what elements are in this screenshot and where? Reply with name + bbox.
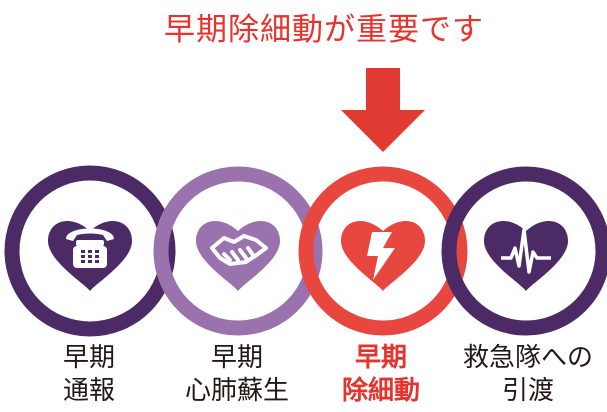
ring-early-cpr xyxy=(153,166,323,336)
step-label-line1: 早期 xyxy=(354,343,407,373)
step-label-line2: 通報 xyxy=(62,376,115,406)
step-ems-handover xyxy=(441,166,607,336)
step-label-line1: 早期 xyxy=(62,343,115,373)
step-early-notification xyxy=(4,165,176,337)
headline: 早期除細動が重要です xyxy=(164,12,484,48)
step-label-line2: 除細動 xyxy=(341,376,420,406)
ring-early-defibrillation xyxy=(298,166,468,336)
step-label-line1: 早期 xyxy=(210,343,263,373)
telephone-icon xyxy=(66,228,114,268)
heart-icon xyxy=(196,220,280,291)
step-label-early-defibrillation: 早期 除細動 xyxy=(306,342,456,408)
step-label-line2: 引渡 xyxy=(501,376,554,406)
step-label-line2: 心肺蘇生 xyxy=(184,376,289,406)
step-label-early-cpr: 早期 心肺蘇生 xyxy=(162,342,312,408)
step-early-cpr xyxy=(153,166,323,336)
step-label-ems-handover: 救急隊への 引渡 xyxy=(453,342,603,408)
ring-ems-handover xyxy=(441,166,607,336)
handshake-icon xyxy=(210,234,268,266)
lightning-icon xyxy=(367,232,395,280)
step-label-early-notification: 早期 通報 xyxy=(14,342,164,408)
heartbeat-icon xyxy=(501,228,551,274)
step-early-defibrillation xyxy=(298,166,468,336)
step-label-line1: 救急隊への xyxy=(462,343,593,373)
